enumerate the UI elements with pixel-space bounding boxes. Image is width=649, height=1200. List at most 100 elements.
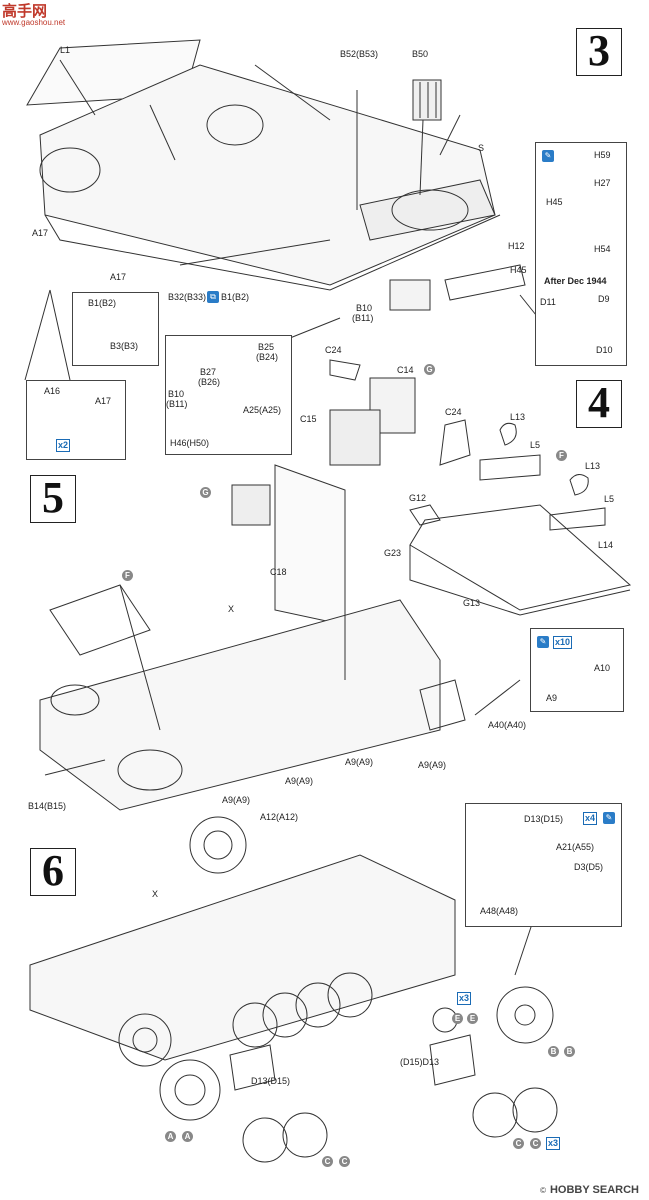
part-label: X [152,889,159,899]
part-label: C24 [325,345,342,355]
part-label: H12 [508,241,525,251]
part-label: D10 [596,345,613,355]
part-label: C14 [397,365,414,375]
parts-tree-f-badge: F [122,570,133,581]
parts-tree-g-badge: G [424,364,435,375]
after-dec-1944-note: After Dec 1944 [544,276,607,286]
inset-b1-b3 [72,292,159,366]
quantity-badge: x3 [457,992,472,1005]
part-label: B14(B15) [28,801,67,811]
part-label: C15 [300,414,317,424]
copyright-mark: © [540,1186,546,1195]
glue-icon: ✎ [537,636,549,648]
part-label: B1(B2) [88,298,117,308]
part-label: B32(B33) [168,292,207,302]
part-label: A40(A40) [488,720,527,730]
part-label: A9(A9) [418,760,447,770]
part-label: A9(A9) [285,776,314,786]
parts-tree-e-badge: E [467,1013,478,1024]
part-label: H45 [510,265,527,275]
parts-tree-a-badge: A [182,1131,193,1142]
part-label: L13 [585,461,601,471]
parts-tree-a-badge: A [165,1131,176,1142]
parts-tree-c-badge: C [322,1156,333,1167]
part-label: (D15)D13 [400,1057,440,1067]
parts-tree-c-badge: C [339,1156,350,1167]
parts-tree-b-badge: B [548,1046,559,1057]
inset-track-guide [535,142,627,366]
part-label: A21(A55) [556,842,595,852]
part-label: B25 [258,342,275,352]
part-label: D13(D15) [251,1076,291,1086]
part-label: A10 [594,663,611,673]
inset-b25-h46 [165,335,292,455]
part-label: H27 [594,178,611,188]
part-label: L14 [598,540,614,550]
part-label: B1(B2) [221,292,250,302]
parts-tree-c-badge: C [513,1138,524,1149]
site-url: www.gaoshou.net [2,18,66,27]
cement-icon: ⧉ [207,291,219,303]
part-label: (B11) [166,399,188,409]
glue-icon: ✎ [542,150,554,162]
part-label: D13(D15) [524,814,564,824]
part-label: A48(A48) [480,906,519,916]
part-label: H59 [594,150,611,160]
brand-name: HOBBY SEARCH [549,1184,639,1196]
parts-tree-f-badge: F [556,450,567,461]
part-label: (B11) [352,313,374,323]
part-label: G13 [463,598,481,608]
site-name: 高手网 [2,2,48,20]
step-number-3: 3 [576,28,622,76]
part-label: A9(A9) [345,757,374,767]
part-label: A16 [44,386,61,396]
part-label: L1 [60,45,71,55]
part-label: B50 [412,49,429,59]
part-label: D9 [598,294,610,304]
step3-drawing [24,39,541,381]
quantity-badge: x3 [546,1137,561,1150]
part-label: L5 [604,494,615,504]
part-label: A17 [110,272,127,282]
part-label: C24 [445,407,462,417]
quantity-badge: x4 [583,812,598,825]
part-label: B3(B3) [110,341,139,351]
part-label: H45 [546,197,563,207]
part-label: H54 [594,244,611,254]
part-label: B52(B53) [340,49,379,59]
part-label: (B24) [256,352,279,362]
part-label: A25(A25) [243,405,282,415]
step-number-4: 4 [576,380,622,428]
part-label: D3(D5) [574,862,604,872]
part-label: A9 [546,693,558,703]
footer-watermark: ©HOBBY SEARCH [540,1184,639,1196]
quantity-badge: x10 [553,636,573,649]
part-label: G12 [409,493,427,503]
parts-tree-b-badge: B [564,1046,575,1057]
inset-a16-a17 [26,380,126,460]
step4-drawing [329,359,632,616]
site-watermark: 高手网 www.gaoshou.net [0,0,100,30]
part-label: G23 [384,548,402,558]
step-number-5: 5 [30,475,76,523]
part-label: B10 [168,389,185,399]
part-label: H46(H50) [170,438,210,448]
part-label: L13 [510,412,526,422]
step-number-6: 6 [30,848,76,896]
part-label: A17 [32,228,49,238]
part-label: C18 [270,567,287,577]
glue-icon: ✎ [603,812,615,824]
parts-tree-g-badge: G [200,487,211,498]
quantity-badge: x2 [56,439,71,452]
part-label: L5 [530,440,541,450]
parts-tree-c-badge: C [530,1138,541,1149]
parts-tree-e-badge: E [452,1013,463,1024]
part-label: A17 [95,396,112,406]
part-label: A9(A9) [222,795,251,805]
part-label: X [228,604,235,614]
step5-drawing [39,464,607,874]
part-label: (B26) [198,377,221,387]
part-label: B27 [200,367,217,377]
